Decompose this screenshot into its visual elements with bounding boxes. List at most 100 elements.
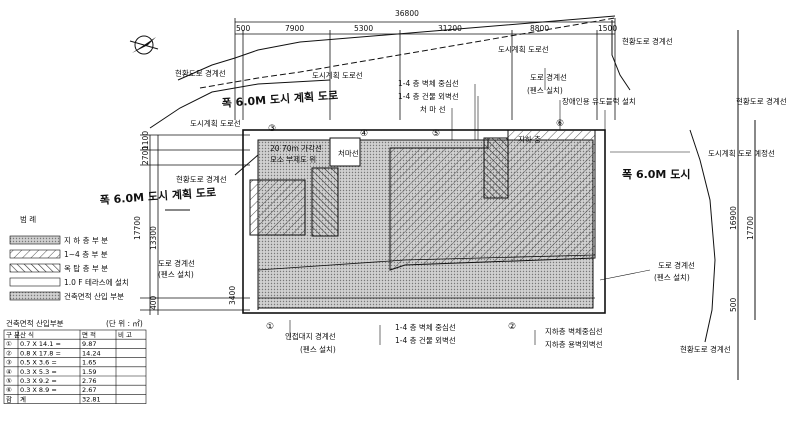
road-boundary-right — [689, 129, 716, 343]
legend-item-3: 옥 탑 층 부 분 — [64, 264, 108, 273]
legend-swatch-1 — [9, 235, 61, 245]
area-table-title: 건축면적 산입부분 — [6, 318, 64, 328]
terrace-area — [249, 179, 306, 236]
north-arrow-icon — [129, 35, 159, 55]
top-dimensions — [234, 18, 616, 120]
road-boundary-top-dashed — [199, 17, 616, 89]
area-table-cell: 14.24 — [82, 349, 101, 357]
dim-seg-4: 31200 — [438, 24, 462, 33]
inner-line — [257, 254, 596, 271]
lbl-road-boundary-right: 현황도로 경계선 — [736, 96, 787, 106]
area-table-cell: 2.76 — [82, 377, 96, 385]
area-table-cell: 1.65 — [82, 359, 96, 367]
lbl-urban-plan-right: 도시계획 도로 예정선 — [708, 148, 775, 158]
area-table-header: 산 식 — [20, 330, 34, 339]
markers: ① ② ③ ④ ⑤ ⑥ — [266, 119, 564, 332]
legend-item-1: 지 하 층 부 분 — [64, 235, 108, 245]
stair-core-right — [483, 137, 509, 199]
dim-left-3: 17700 — [133, 216, 142, 240]
legend-item-4: 1.0 F 테라스에 설치 — [64, 278, 129, 287]
area-table-cell: 32.81 — [82, 395, 101, 403]
legend-item-2: 1~4 층 부 분 — [64, 250, 108, 259]
dim-left-6: 3400 — [228, 286, 237, 305]
lbl-road-boundary-top-left: 현황도로 경계선 — [175, 68, 226, 78]
dim-total: 36800 — [395, 9, 419, 18]
area-table-cell: 계 — [20, 394, 26, 403]
marker-6: ⑥ — [556, 119, 564, 129]
area-table-cell: 2.67 — [82, 386, 96, 394]
dim-left-1: 1100 — [141, 131, 150, 150]
marker-1: ① — [266, 322, 274, 332]
eaves-box — [329, 137, 361, 167]
urban-plan-line-top — [177, 15, 616, 81]
lbl-urban-plan-top: 도시계획 도로선 — [312, 70, 363, 80]
legend-swatch-5 — [9, 291, 61, 301]
dim-seg-5: 8800 — [530, 24, 549, 33]
lbl-urban-plan-top-right: 도시계획 도로선 — [498, 44, 549, 54]
lbl-road-boundary-left: 현황도로 경계선 — [176, 174, 227, 184]
dim-right-2: 17700 — [746, 216, 755, 240]
dim-left-2: 2700 — [141, 146, 150, 165]
area-table-cell: 0.3 X 5.3 = — [20, 368, 57, 376]
road-boundary-right-top — [611, 20, 631, 91]
leaders — [289, 68, 690, 345]
road-lines — [149, 15, 756, 380]
dim-seg-6: 1500 — [598, 24, 617, 33]
lbl-fence-right-low: (펜스 설치) — [654, 273, 690, 282]
lbl-disabled-sensor: 장애인용 유도블럭 설치 — [562, 96, 636, 106]
area-table-cell: ⑥ — [6, 386, 12, 394]
lbl-road-boundary-fence: 도로 경계선 — [530, 72, 567, 82]
legend-swatch-2 — [9, 249, 61, 259]
road-boundary-left-upper — [149, 79, 331, 129]
lbl-adjacent-boundary: 인접대지 경계선 — [285, 331, 336, 341]
site-outline — [242, 129, 606, 314]
area-table-header: 비 고 — [118, 330, 132, 339]
lbl-basement-outer: 지하층 용벽외벽선 — [545, 339, 603, 349]
area-table-cell: ② — [6, 349, 12, 357]
lbl-road-boundary-left-low: 도로 경계선 — [158, 258, 195, 268]
marker-3: ③ — [268, 124, 276, 134]
legend-swatch-3 — [9, 263, 61, 273]
lbl-basement-center: 지하층 벽체중심선 — [545, 326, 603, 336]
lbl-corner-cut: 20 70m 가각선 — [270, 143, 322, 153]
area-table-cell: 0.3 X 8.9 = — [20, 386, 57, 394]
dim-left-5: 400 — [149, 295, 158, 310]
area-table-cell: ③ — [6, 359, 12, 367]
lbl-wall-outer: 1-4 층 건물 외벽선 — [398, 91, 459, 101]
lbl-building-top: 지하 층 — [518, 134, 541, 144]
dim-right-3: 500 — [729, 297, 738, 312]
marker-2: ② — [508, 322, 516, 332]
building-footprint — [249, 129, 596, 309]
lbl-fence-actual: (펜스 실치) — [527, 85, 563, 95]
left-dimensions — [140, 134, 250, 315]
area-table-unit: (단 위 : ㎡) — [106, 318, 143, 328]
area-table-cell: 0.5 X 3.6 = — [20, 359, 57, 367]
area-table-header: 면 적 — [82, 330, 96, 339]
dim-right-1: 16900 — [729, 206, 738, 230]
legend-item-5: 건축면적 산입 부분 — [64, 291, 124, 301]
area-table-cell: 1.59 — [82, 368, 96, 376]
marker-5: ⑤ — [432, 129, 440, 139]
area-table-cell: ⑤ — [6, 377, 12, 385]
dim-seg-3: 5300 — [354, 24, 373, 33]
legend-swatch-4 — [9, 277, 61, 287]
lbl-wall-outer-low: 1-4 층 건물 외벽선 — [395, 335, 456, 345]
dim-left-4: 13300 — [149, 226, 158, 250]
area-table-header: 구 분 — [6, 331, 20, 339]
dim-seg-2: 7900 — [285, 24, 304, 33]
legend-title: 범 례 — [20, 214, 36, 224]
legend: 범 례 지 하 층 부 분 1~4 층 부 분 옥 탑 층 부 분 1.0 F … — [9, 214, 129, 301]
area-table-cell: 0.8 X 17.8 = — [20, 349, 61, 357]
lbl-eaves: 처 마 선 — [420, 105, 446, 114]
road-label-top: 폭 6.0M 도시 계획 도로 — [221, 88, 338, 110]
dim-seg-1: 500 — [236, 24, 251, 33]
lbl-road-boundary-right-low: 도로 경계선 — [658, 260, 695, 270]
lbl-fence-left-low: (펜스 설치) — [158, 270, 194, 279]
lbl-wall-center-low: 1-4 층 벽체 중심선 — [395, 322, 456, 332]
lbl-road-boundary-top-right: 현황도로 경계선 — [622, 36, 673, 46]
area-table-cell: 0.7 X 14.1 = — [20, 340, 61, 348]
lbl-eaves-small: 처마선 — [338, 149, 359, 158]
